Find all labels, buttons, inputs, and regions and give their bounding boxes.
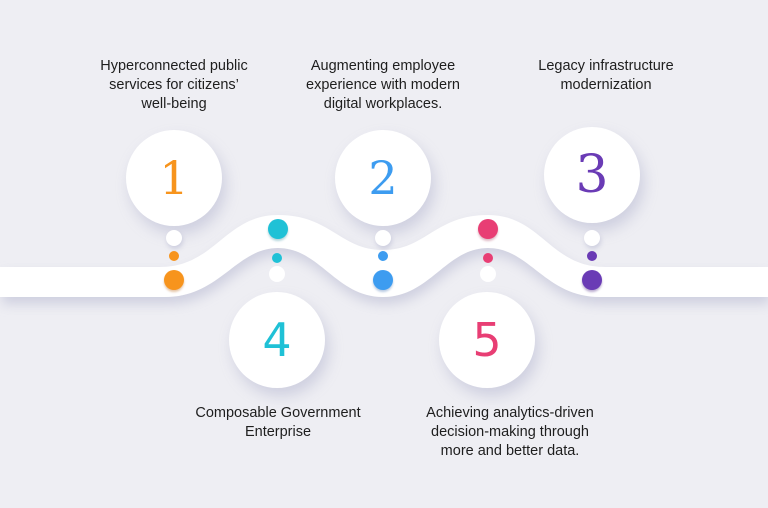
step-4-badge: 4 <box>229 292 325 388</box>
step-4-marker <box>268 219 288 239</box>
step-4-caption: Composable Government Enterprise <box>195 405 361 440</box>
step-1-small-dot <box>169 251 179 261</box>
step-5-small-dot <box>483 253 493 263</box>
step-4-small-dot <box>272 253 282 263</box>
step-1-badge: 1 <box>126 130 222 226</box>
step-1-caption: Hyperconnected public services for citiz… <box>100 58 248 112</box>
step-1-number: 1 <box>159 151 189 205</box>
step-2-badge: 2 <box>335 130 431 226</box>
step-3-small-dot <box>587 251 597 261</box>
step-3-caption: Legacy infrastructure modernization <box>538 58 674 93</box>
step-2-marker <box>373 270 393 290</box>
step-3-badge: 3 <box>544 127 640 223</box>
step-2-small-dot <box>378 251 388 261</box>
step-2-connector-dot <box>375 230 391 246</box>
step-4-connector-dot <box>269 266 285 282</box>
step-5-badge: 5 <box>439 292 535 388</box>
step-5-caption: Achieving analytics-driven decision-maki… <box>426 405 594 459</box>
step-3-marker <box>582 270 602 290</box>
step-5-number: 5 <box>472 313 502 367</box>
step-2-caption: Augmenting employee experience with mode… <box>306 58 460 112</box>
step-5-marker <box>478 219 498 239</box>
step-1-marker <box>164 270 184 290</box>
step-4-number: 4 <box>262 313 292 367</box>
step-3-connector-dot <box>584 230 600 246</box>
step-1-connector-dot <box>166 230 182 246</box>
step-3-number: 3 <box>575 145 609 205</box>
step-5-connector-dot <box>480 266 496 282</box>
step-2-number: 2 <box>368 151 398 205</box>
